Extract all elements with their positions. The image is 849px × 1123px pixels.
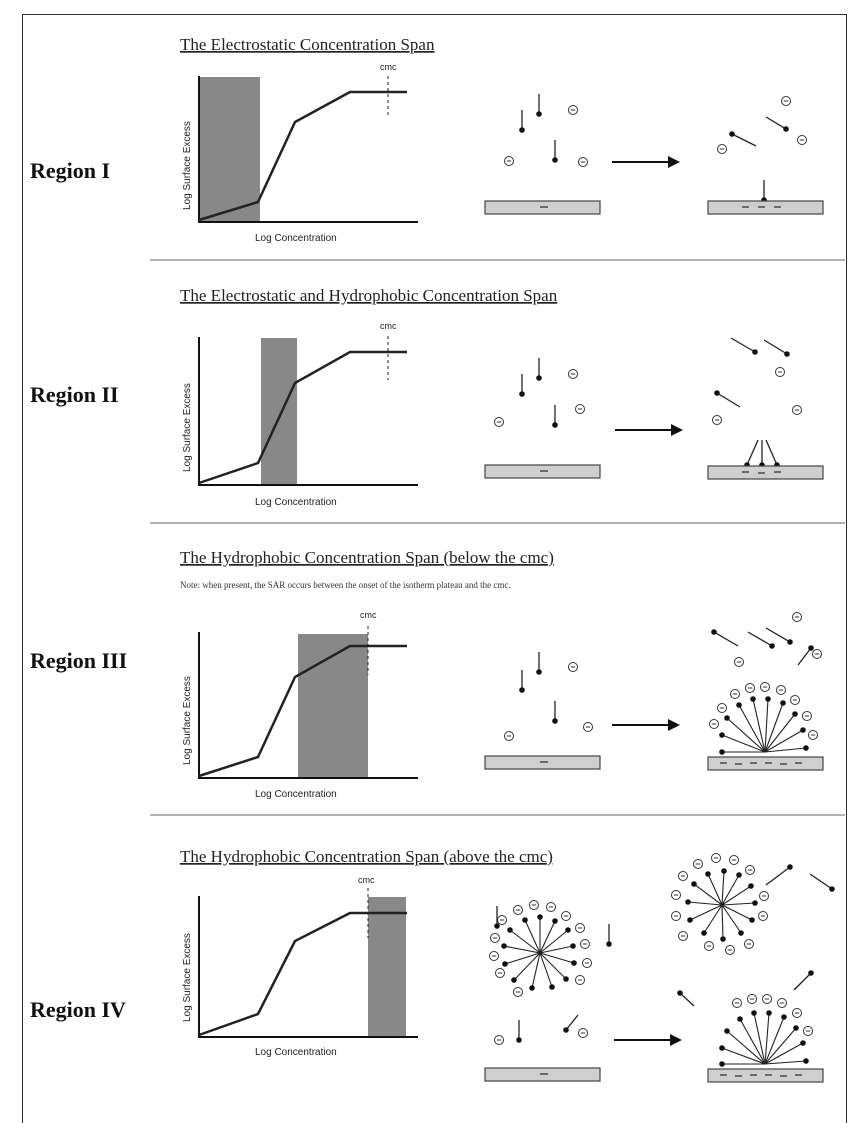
cmc-label: cmc [380,321,397,331]
x-axis-label: Log Concentration [255,233,337,244]
concentration-span-shade [298,634,368,778]
counterion-icon [583,722,593,732]
region-label: Region IV [30,997,126,1022]
span-title: The Hydrophobic Concentration Span (abov… [180,847,553,866]
y-axis-label: Log Surface Excess [182,121,193,210]
counterion-icon [575,404,585,414]
region-4: Region IV The Hydrophobic Concentration … [30,847,835,1083]
surfactant-molecule [551,700,559,725]
surfactant-molecule [518,373,526,398]
isotherm-curve [198,644,407,778]
x-axis-label: Log Concentration [255,789,337,800]
x-axis-label: Log Concentration [255,1047,337,1058]
micelle [671,853,769,955]
y-axis-label: Log Surface Excess [182,383,193,472]
isotherm-curve [198,90,407,222]
surfactant-molecule [551,404,559,429]
chart-axes [198,337,418,486]
surfactant-molecule [515,1019,523,1044]
span-title: The Hydrophobic Concentration Span (belo… [180,548,554,567]
figure-frame [22,14,847,1123]
concentration-span-shade [200,77,260,222]
surfactant-molecule [605,923,613,948]
counterion-icon [812,649,822,659]
counterion-icon [797,135,807,145]
note-text: Note: when present, the SAR occurs betwe… [180,580,511,590]
counterion-icon [712,415,722,425]
counterion-icon [792,405,802,415]
counterion-icon [568,105,578,115]
concentration-span-shade [261,338,297,485]
counterion-icon [494,1035,504,1045]
solid-surface [707,200,824,215]
micelle [489,900,592,997]
counterion-icon [578,1028,588,1038]
counterion-icon [717,144,727,154]
chart-axes [198,76,418,223]
counterion-icon [504,731,514,741]
chart-axes [198,896,418,1038]
counterion-icon [781,96,791,106]
y-axis-label: Log Surface Excess [182,933,193,1022]
span-title: The Electrostatic and Hydrophobic Concen… [180,286,558,305]
region-label: Region I [30,158,110,183]
span-title: The Electrostatic Concentration Span [180,35,435,54]
region-2: Region II The Electrostatic and Hydropho… [30,286,824,508]
counterion-icon [494,417,504,427]
arrow-icon [614,423,684,437]
concentration-span-shade [368,897,406,1037]
chart-axes [198,632,418,779]
surfactant-molecule [518,669,526,694]
cmc-label: cmc [360,610,377,620]
surfactant-molecule [535,357,543,382]
x-axis-label: Log Concentration [255,497,337,508]
region-label: Region II [30,382,119,407]
cmc-label: cmc [380,62,397,72]
counterion-icon [568,662,578,672]
hemimicelle [709,682,818,755]
region-label: Region III [30,648,127,673]
arrow-icon [613,1033,683,1047]
surfactant-molecule [535,93,543,118]
arrow-icon [611,155,681,169]
isotherm-curve [198,911,407,1037]
region-3: Region III The Hydrophobic Concentration… [30,548,824,800]
isotherm-curve [198,350,407,485]
surfactant-molecule [535,651,543,676]
region-1: Region I The Electrostatic Concentration… [30,35,824,244]
surfactant-molecule [551,139,559,164]
counterion-icon [775,367,785,377]
counterion-icon [504,156,514,166]
hemimicelle [719,994,813,1067]
counterion-icon [578,157,588,167]
counterion-icon [734,657,744,667]
arrow-icon [611,718,681,732]
cmc-label: cmc [358,875,375,885]
y-axis-label: Log Surface Excess [182,676,193,765]
counterion-icon [792,612,802,622]
solid-surface [707,465,824,480]
surfactant-molecule [518,109,526,134]
counterion-icon [568,369,578,379]
